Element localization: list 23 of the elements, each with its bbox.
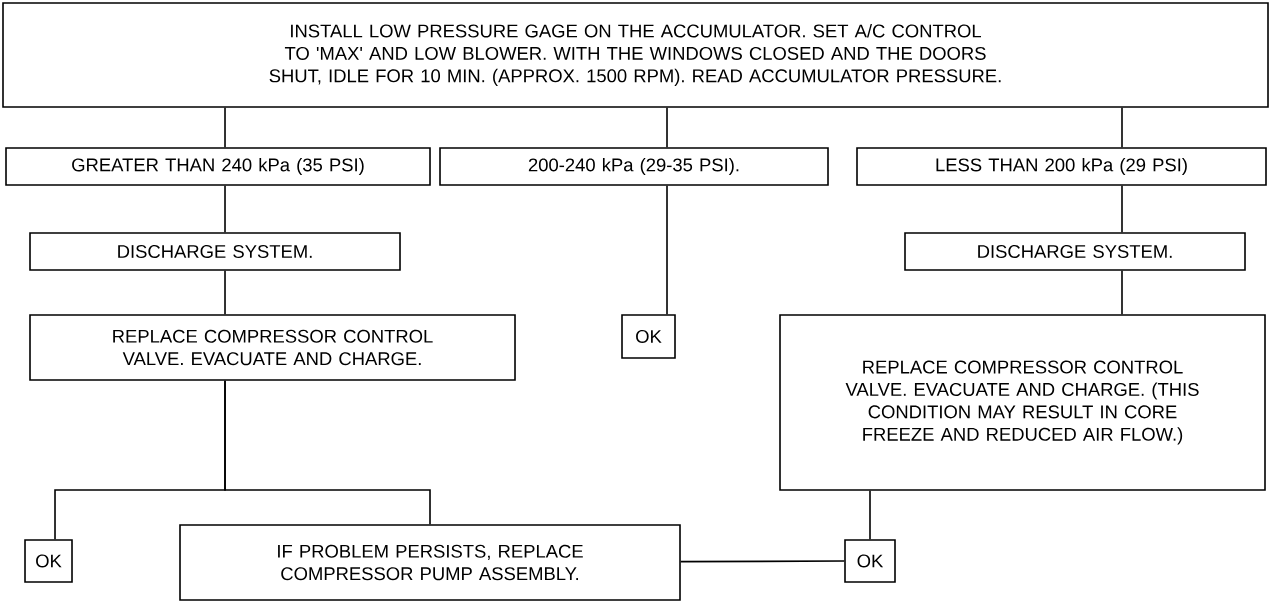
process-box: DISCHARGE SYSTEM. bbox=[904, 232, 1246, 271]
connector-line bbox=[1121, 107, 1123, 148]
process-box: OK bbox=[621, 314, 676, 359]
process-box: INSTALL LOW PRESSURE GAGE ON THE ACCUMULATOR. SET A/C CONTROL TO 'MAX' AND LOW BLOWER. WITH THE WINDOWS CLOSED AND THE DOORS SHUT, IDLE FOR 10 MIN. (APPROX. 1500 RPM). READ ACCUMULATOR PRESSURE. bbox=[2, 2, 1269, 108]
connector-line bbox=[1121, 185, 1123, 233]
process-box: DISCHARGE SYSTEM. bbox=[29, 232, 401, 271]
process-box: REPLACE COMPRESSOR CONTROL VALVE. EVACUATE AND CHARGE. (THIS CONDITION MAY RESULT IN CORE FREEZE AND REDUCED AIR FLOW.) bbox=[779, 314, 1266, 491]
connector-line bbox=[224, 185, 226, 233]
process-box: REPLACE COMPRESSOR CONTROL VALVE. EVACUATE AND CHARGE. bbox=[29, 314, 516, 381]
connector-line bbox=[869, 489, 871, 540]
connector-line bbox=[224, 107, 226, 148]
connector-line bbox=[224, 270, 226, 315]
process-box: LESS THAN 200 kPa (29 PSI) bbox=[856, 147, 1267, 186]
process-box: 200-240 kPa (29-35 PSI). bbox=[439, 147, 829, 186]
process-box: OK bbox=[844, 539, 896, 583]
connector-line bbox=[1121, 270, 1123, 315]
process-box: OK bbox=[24, 539, 73, 583]
connector-line bbox=[666, 107, 668, 148]
process-box: GREATER THAN 240 kPa (35 PSI) bbox=[5, 147, 431, 186]
connector-line bbox=[666, 185, 668, 315]
connector-line bbox=[224, 380, 431, 525]
connector-line bbox=[680, 560, 845, 563]
process-box: IF PROBLEM PERSISTS, REPLACE COMPRESSOR PUMP ASSEMBLY. bbox=[179, 524, 681, 601]
